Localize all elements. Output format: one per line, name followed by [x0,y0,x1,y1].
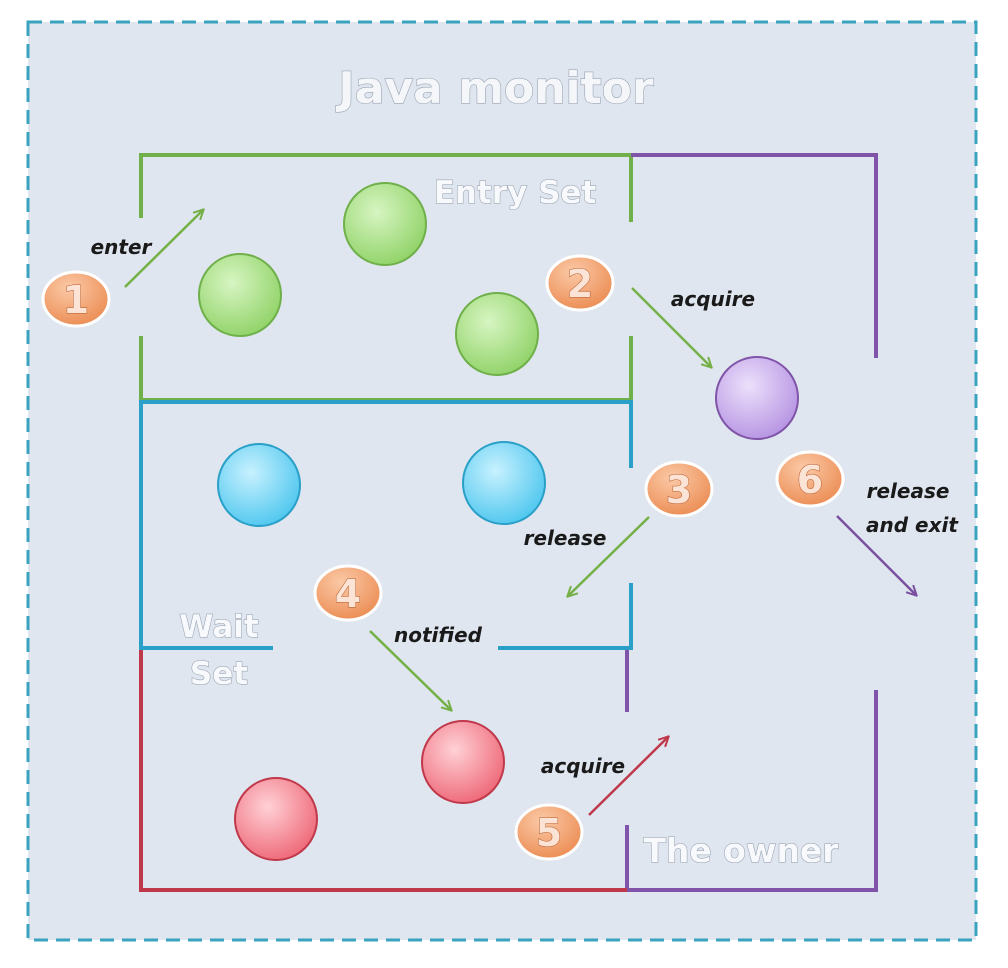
release-wait-arrow [568,516,650,596]
acquire-entry-arrow [631,287,711,367]
wait-thread-2 [462,441,546,525]
step-number-2: 2 [567,262,593,306]
acquire-wait-arrow [588,737,668,816]
notified-arrow [369,630,451,710]
entry-thread-2 [198,253,282,337]
wait-set-label-line2: Set [190,656,248,692]
label-release-exit-line1: release [867,479,950,503]
step-number-5: 5 [536,811,562,855]
monitor-title: Java monitor [335,63,653,114]
step-badge-5: 5 [514,803,584,861]
step-number-4: 4 [335,572,361,616]
owner-thread [715,356,799,440]
label-acquire-wait: acquire [541,754,625,778]
step-badge-4: 4 [313,564,383,622]
label-release-exit-line2: and exit [866,513,959,537]
red-room-box [139,648,627,892]
step-badge-1: 1 [41,270,111,328]
step-badge-6: 6 [775,450,845,508]
wait-thread-1 [217,443,301,527]
owner-label: The owner [643,831,839,870]
label-enter: enter [91,235,153,259]
entry-set-label: Entry Set [434,175,597,211]
wait-set-label-line1: Wait [179,609,259,645]
release-exit-arrow [836,515,916,595]
notified-thread-1 [421,720,505,804]
enter-arrow [124,210,203,288]
entry-thread-3 [455,292,539,376]
step-badge-3: 3 [644,460,714,518]
step-badge-2: 2 [545,254,615,312]
owner-room-box [625,153,878,892]
wait-set-box [139,400,633,650]
label-notified: notified [394,623,483,647]
step-number-3: 3 [666,468,692,512]
label-release-wait: release [524,526,607,550]
step-number-1: 1 [63,278,89,322]
label-acquire-entry: acquire [671,287,755,311]
notified-thread-2 [234,777,318,861]
entry-thread-1 [343,182,427,266]
step-number-6: 6 [797,458,823,502]
